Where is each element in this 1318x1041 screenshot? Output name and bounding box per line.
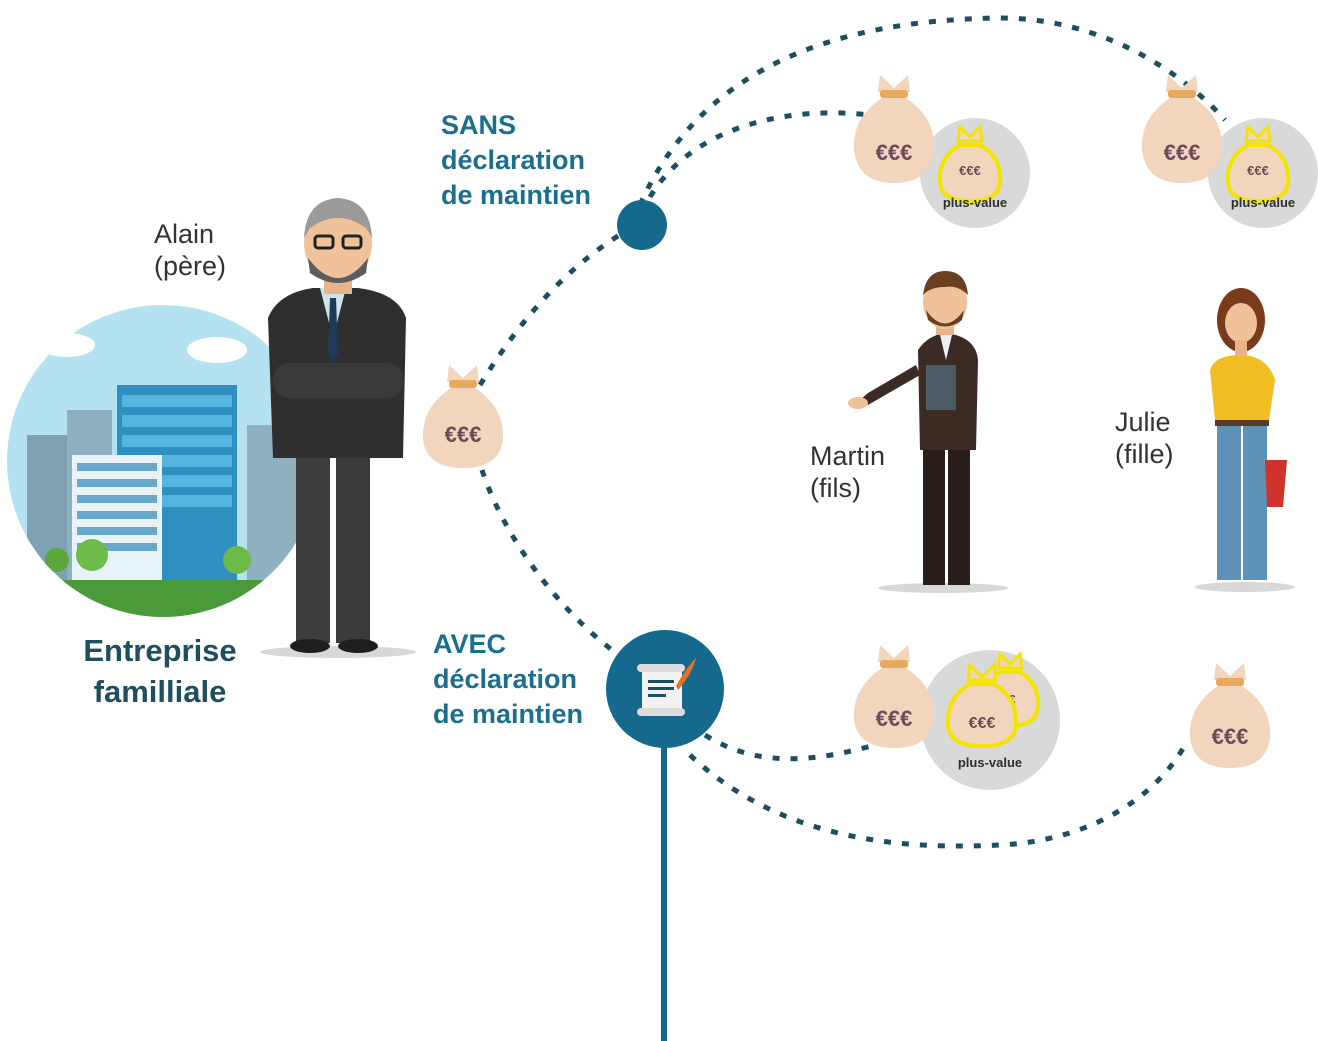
son-relation: (fils) (810, 473, 861, 503)
sans-martin-bag-group: €€€ €€€ plus-value (853, 75, 1030, 228)
company-line1: Entreprise (83, 633, 237, 668)
path-avec-to-julie (688, 743, 1188, 849)
father-figure (260, 198, 416, 658)
father-money-bag: €€€ (422, 365, 504, 468)
sans-line1: SANS (441, 110, 517, 140)
daughter-figure (1195, 288, 1295, 592)
bag-money-text: €€€ (876, 140, 913, 165)
sans-branch-label: SANS déclaration de maintien (441, 108, 591, 213)
path-father-to-avec (479, 469, 614, 652)
sans-julie-bag-group: €€€ €€€ plus-value (1141, 75, 1318, 228)
father-name: Alain (154, 219, 215, 249)
son-label: Martin (fils) (810, 440, 885, 504)
gain-small-bag: €€€ (1225, 123, 1291, 204)
bag-money-text: €€€ (445, 422, 482, 447)
avec-node (606, 630, 724, 748)
gain-small-bag: €€€ (945, 661, 1019, 749)
sans-line2: déclaration (441, 145, 586, 175)
bag-money-text: €€€ (876, 706, 913, 731)
gain-money-text: €€€ (959, 163, 981, 178)
son-figure (848, 271, 1008, 593)
son-name: Martin (810, 441, 886, 471)
avec-branch-label: AVEC déclaration de maintien (433, 627, 583, 732)
path-sans-to-julie (637, 15, 1227, 207)
daughter-label: Julie (fille) (1115, 406, 1174, 470)
avec-julie-money-bag: €€€ (1189, 663, 1271, 768)
gain-money-text: €€€ (1247, 163, 1269, 178)
company-building-scene (7, 305, 319, 617)
bag-money-text: €€€ (1164, 140, 1201, 165)
father-relation: (père) (154, 251, 227, 281)
path-father-to-sans (477, 219, 644, 387)
avec-line2: déclaration (433, 664, 578, 694)
avec-line3: de maintien (433, 699, 584, 729)
path-avec-to-martin (703, 732, 876, 762)
gain-money-text: €€€ (969, 715, 996, 732)
avec-martin-bag-group: € €€€ €€€ plus-value (853, 645, 1060, 790)
daughter-relation: (fille) (1115, 439, 1174, 469)
avec-line1: AVEC (433, 629, 507, 659)
gain-label: plus-value (943, 195, 1007, 210)
bag-money-text: €€€ (1212, 724, 1249, 749)
daughter-name: Julie (1115, 407, 1171, 437)
sans-node (617, 200, 667, 250)
path-sans-to-martin (647, 110, 871, 199)
father-label: Alain (père) (154, 218, 226, 282)
sans-line3: de maintien (441, 180, 592, 210)
company-label: Entreprise familliale (60, 630, 260, 712)
company-line2: familliale (93, 674, 227, 709)
gain-label: plus-value (958, 755, 1022, 770)
gain-label: plus-value (1231, 195, 1295, 210)
gain-small-bag: €€€ (937, 123, 1003, 204)
scroll-document-icon (637, 658, 696, 716)
